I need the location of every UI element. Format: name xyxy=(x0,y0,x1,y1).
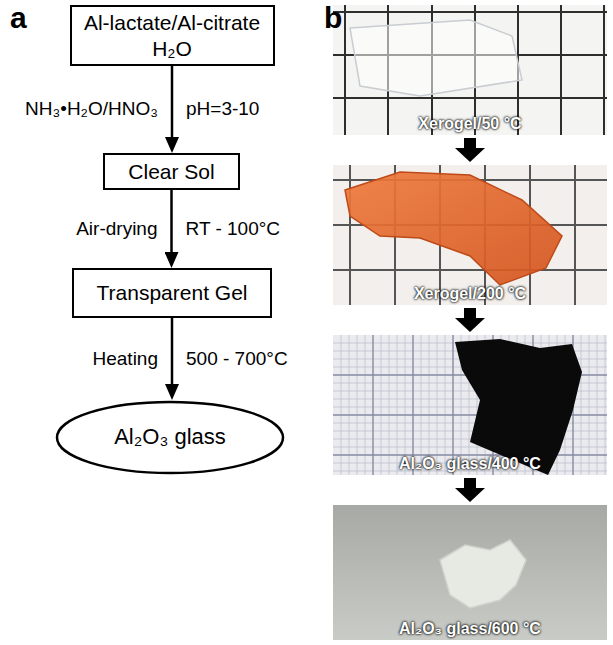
photo-caption: Al₂O₃ glass/600 °C xyxy=(333,619,607,638)
process-box: Transparent Gel xyxy=(72,268,272,318)
photo-glass-600 xyxy=(333,505,607,640)
process-box: Clear Sol xyxy=(103,153,240,190)
photo-xerogel-50 xyxy=(333,5,607,135)
node-text: Al₂O₃ glass xyxy=(114,424,226,450)
white-glass xyxy=(440,540,526,608)
grid-paper xyxy=(333,165,607,305)
node-text: Al-lactate/Al-citrate H₂O xyxy=(78,10,266,60)
photo-caption: Xerogel/200 °C xyxy=(333,284,607,303)
edge-label: NH₃•H₂O/HNO₃ xyxy=(23,98,160,121)
ellipse-shape xyxy=(57,402,283,473)
photo-ground xyxy=(333,5,607,135)
block-arrow xyxy=(464,308,476,319)
block-arrow xyxy=(464,138,476,149)
photo-caption: Al₂O₃ glass/400 °C xyxy=(333,454,607,473)
fine-grid xyxy=(333,335,607,475)
node-text: Transparent Gel xyxy=(97,280,248,305)
photo-caption: Xerogel/50 °C xyxy=(333,114,607,133)
black-glass xyxy=(455,339,582,475)
transparent-xerogel xyxy=(350,20,522,96)
process-box: Al-lactate/Al-citrate H₂O xyxy=(70,5,275,66)
orange-xerogel xyxy=(345,172,562,285)
sample-photo: Xerogel/50 °C xyxy=(333,5,607,135)
panel-letter: a xyxy=(8,0,29,36)
sample-photo: Al₂O₃ glass/400 °C xyxy=(333,335,607,475)
photo-ground xyxy=(333,505,607,640)
grid-paper xyxy=(333,5,607,135)
photo-glass-400 xyxy=(333,335,607,475)
sample-photo: Al₂O₃ glass/600 °C xyxy=(333,505,607,640)
photo-ground xyxy=(333,165,607,305)
edge-label: Air-drying xyxy=(74,218,159,241)
photo-ground xyxy=(333,335,607,475)
product-ellipse: Al₂O₃ glass xyxy=(55,400,285,475)
node-text: Clear Sol xyxy=(128,159,214,184)
sample-photo: Xerogel/200 °C xyxy=(333,165,607,305)
process-arrow xyxy=(171,318,174,385)
bold-grid xyxy=(333,335,607,475)
condition-label: pH=3-10 xyxy=(184,98,261,121)
process-arrow xyxy=(171,66,174,138)
process-arrow xyxy=(170,190,173,253)
panel-letter: b xyxy=(322,0,344,36)
block-arrow xyxy=(464,478,476,489)
photo-xerogel-200 xyxy=(333,165,607,305)
condition-label: 500 - 700°C xyxy=(184,348,290,371)
edge-label: Heating xyxy=(91,348,161,371)
condition-label: RT - 100°C xyxy=(184,218,283,241)
